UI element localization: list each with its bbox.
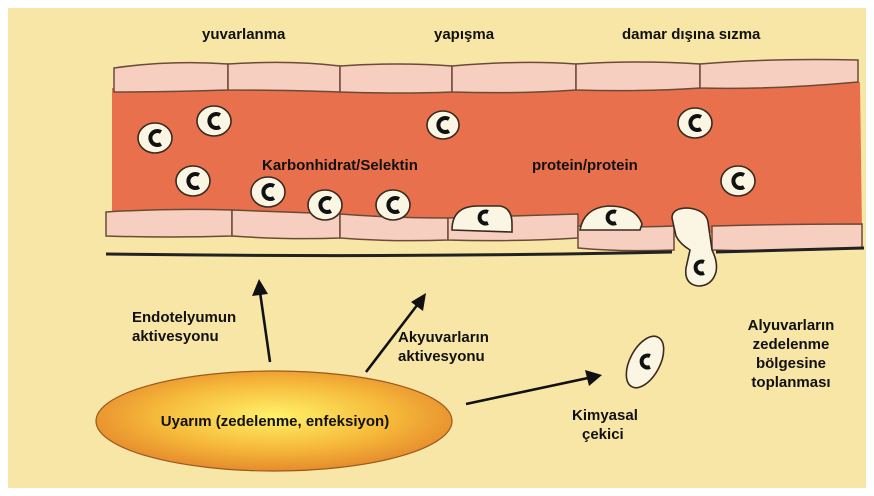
label-line: Endotelyumun <box>132 308 236 327</box>
label-chemoattractant: Kimyasal çekici <box>572 406 638 444</box>
leukocyte <box>376 190 410 220</box>
label-carbohydrate-selectin: Karbonhidrat/Selektin <box>262 156 418 175</box>
endothelial-cell <box>106 209 232 237</box>
endothelial-cell <box>700 60 858 89</box>
label-rolling: yuvarlanma <box>202 25 285 44</box>
endothelial-cell <box>340 64 452 93</box>
label-line: toplanması <box>736 373 846 392</box>
leukocyte <box>138 123 172 153</box>
leukocyte <box>721 166 755 196</box>
leukocyte <box>197 106 231 136</box>
endothelial-cell <box>712 224 862 251</box>
label-line: çekici <box>572 425 638 444</box>
label-endothelium-activation: Endotelyumun aktivesyonu <box>132 308 236 346</box>
leukocyte <box>176 166 210 196</box>
endothelial-cell <box>452 62 576 92</box>
label-line: aktivesyonu <box>132 327 236 346</box>
label-line: Akyuvarların <box>398 328 489 347</box>
leukocyte <box>308 190 342 220</box>
label-line: aktivesyonu <box>398 347 489 366</box>
leukocyte <box>251 177 285 207</box>
leukocyte <box>427 111 459 139</box>
endothelial-cell <box>228 62 340 92</box>
label-recruitment: Alyuvarların zedelenme bölgesine toplanm… <box>736 316 846 392</box>
label-extravasation: damar dışına sızma <box>622 25 760 44</box>
label-line: Alyuvarların <box>736 316 846 335</box>
label-line: Kimyasal <box>572 406 638 425</box>
label-line: zedelenme <box>736 335 846 354</box>
endothelial-cell <box>114 63 228 92</box>
label-leukocyte-activation: Akyuvarların aktivesyonu <box>398 328 489 366</box>
label-protein-protein: protein/protein <box>532 156 638 175</box>
leukocyte <box>678 108 712 138</box>
label-stimulus: Uyarım (zedelenme, enfeksiyon) <box>130 412 420 431</box>
upper-endothelium <box>114 60 858 94</box>
adherent-leukocyte <box>452 206 512 232</box>
endothelial-cell <box>576 62 700 91</box>
label-line: bölgesine <box>736 354 846 373</box>
label-adhesion: yapışma <box>434 25 494 44</box>
